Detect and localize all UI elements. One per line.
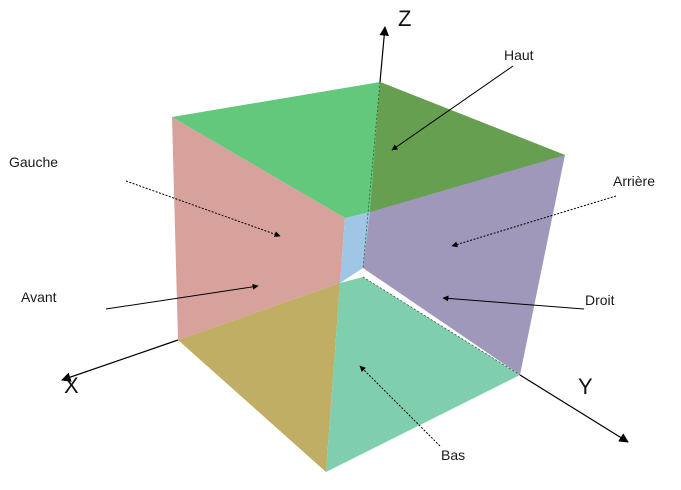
label-gauche: Gauche [9,154,58,170]
z-axis [379,26,389,83]
leader-droit [442,295,585,310]
x-axis [61,339,179,382]
leader-avant [105,283,259,310]
face-inner-blue [340,212,370,283]
axis-label-z: Z [398,6,411,31]
leader-gauche [125,180,281,238]
face-haut-dark [370,82,565,212]
label-bas: Bas [441,447,465,463]
face-haut-light [172,82,380,218]
face-bas-dark [178,283,340,472]
label-haut: Haut [504,47,534,63]
hidden-edge [362,276,521,376]
face-bas-light [326,277,520,472]
label-arriere: Arrière [613,173,655,189]
label-droit: Droit [585,292,615,308]
leader-arriere [451,195,617,248]
leader-bas [359,365,441,447]
leader-haut [391,65,514,151]
y-axis [519,374,629,443]
axis-label-x: X [64,373,79,398]
label-avant: Avant [21,289,57,305]
axis-label-y: Y [578,374,593,399]
hidden-edge [362,81,381,269]
